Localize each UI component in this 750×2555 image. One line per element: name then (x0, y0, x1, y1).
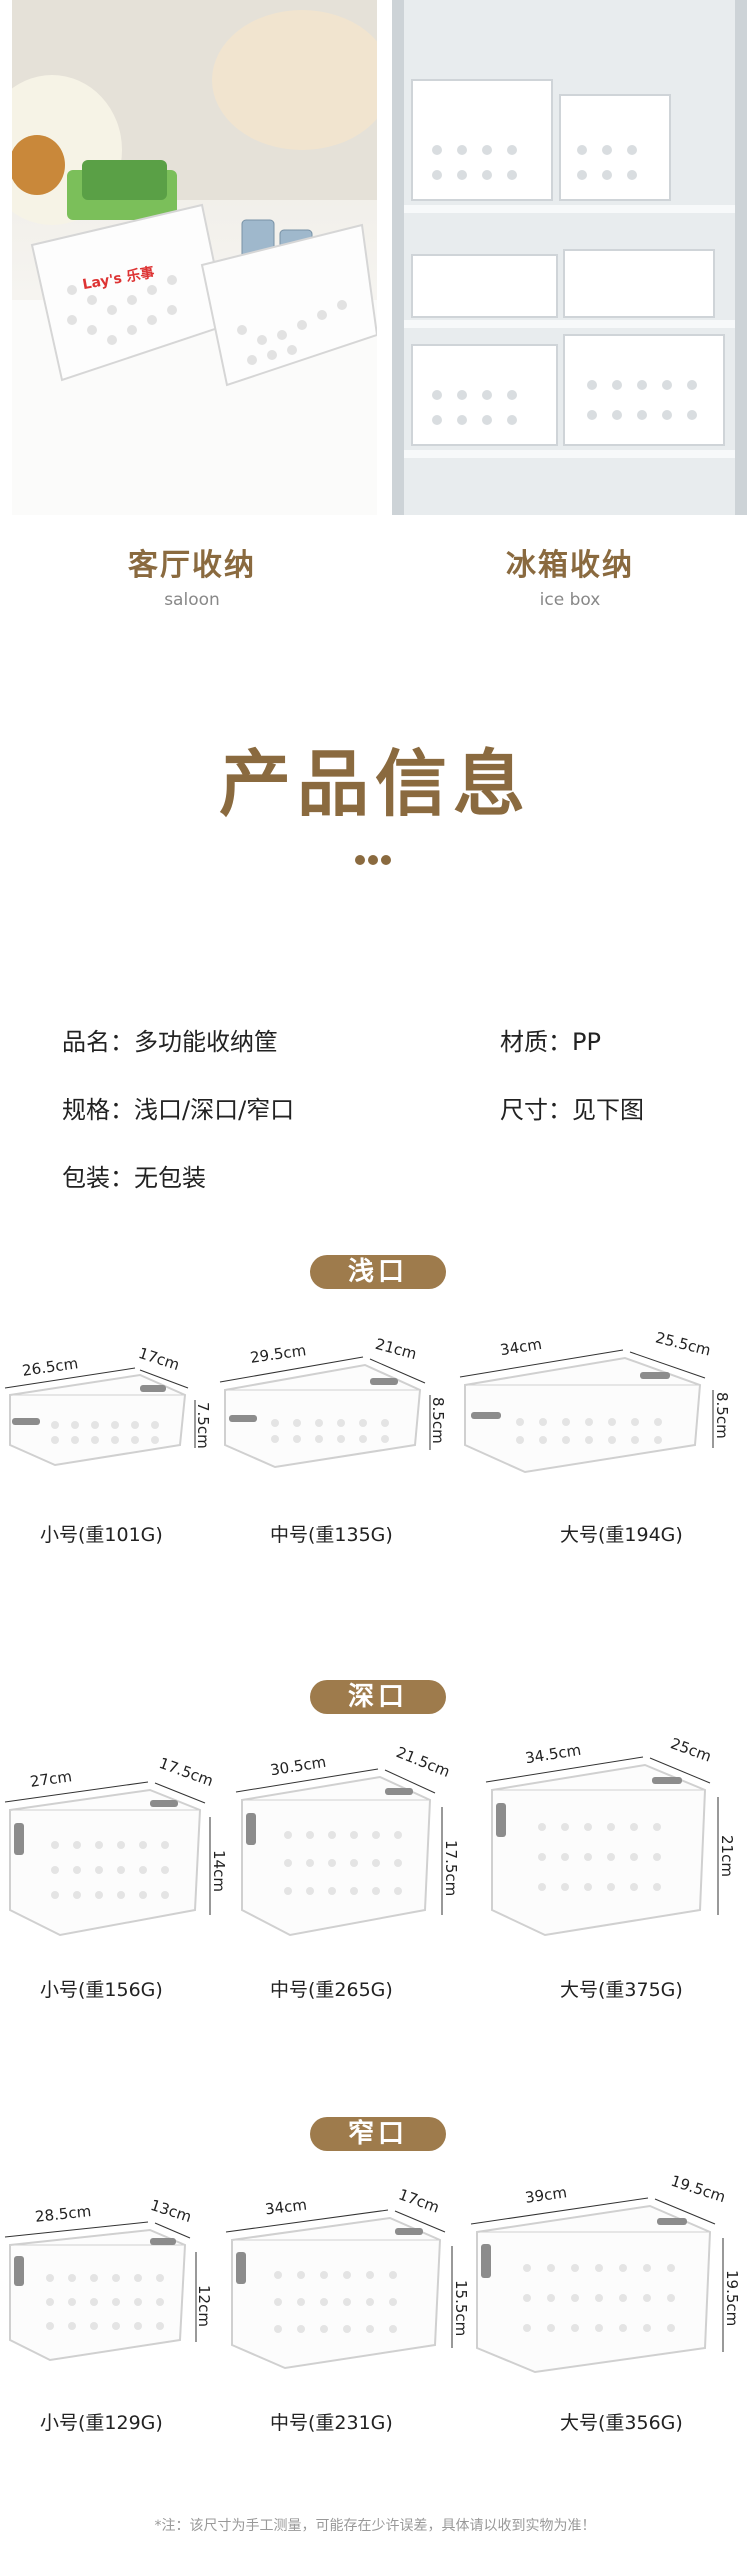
fridge-photo (392, 0, 747, 515)
basket-shallow-large: 34cm 25.5cm 8.5cm (455, 1328, 745, 1485)
caption-deep-medium: 中号(重265G) (270, 1979, 393, 2001)
group-label-deep: 深口 (310, 1680, 446, 1714)
spec-name: 品名：多功能收纳筐 (62, 1028, 278, 1056)
caption-fridge-title: 冰箱收纳 (506, 548, 634, 583)
basket-shallow-medium-image (219, 1356, 431, 1469)
group-label-shallow: 浅口 (310, 1255, 446, 1289)
footnote: *注：该尺寸为手工测量，可能存在少许误差，具体请以收到实物为准！ (154, 2518, 596, 2534)
living-room-photo: Lay's 乐事 (12, 0, 377, 515)
spec-size: 尺寸：见下图 (500, 1096, 644, 1124)
dim-height: 17.5cm (442, 1840, 460, 1897)
fridge-illustration (392, 0, 747, 515)
basket-deep-small: 27cm 17.5cm 14cm (0, 1754, 240, 1945)
caption-living-room: 客厅收纳 saloon (12, 540, 372, 610)
caption-living-room-title: 客厅收纳 (128, 548, 256, 583)
dim-height: 8.5cm (429, 1397, 447, 1444)
basket-narrow-small-image (4, 2221, 197, 2362)
caption-deep-large: 大号(重375G) (560, 1979, 683, 2001)
dim-height: 8.5cm (713, 1392, 731, 1439)
caption-living-room-subtitle: saloon (164, 590, 220, 610)
dim-height: 14cm (210, 1850, 228, 1892)
caption-narrow-small: 小号(重129G) (40, 2412, 163, 2434)
basket-shallow-large-image (459, 1349, 714, 1474)
basket-deep-medium-image (235, 1768, 443, 1937)
spec-spec: 规格：浅口/深口/窄口 (62, 1096, 295, 1124)
basket-deep-large: 34.5cm 25cm 21cm (480, 1734, 745, 1945)
basket-shallow-small: 26.5cm 17cm 7.5cm (0, 1340, 240, 1480)
caption-shallow-small: 小号(重101G) (40, 1524, 163, 1546)
basket-deep-medium: 30.5cm 21.5cm 17.5cm (230, 1743, 470, 1945)
caption-fridge: 冰箱收纳 ice box (390, 540, 750, 610)
basket-deep-small-image (4, 1781, 211, 1937)
caption-shallow-large: 大号(重194G) (560, 1524, 683, 1546)
dim-height: 21cm (718, 1835, 736, 1877)
section-title: 产品信息 (218, 742, 531, 826)
caption-narrow-large: 大号(重356G) (560, 2412, 683, 2434)
basket-narrow-medium-image (225, 2209, 453, 2370)
living-room-illustration (12, 0, 377, 515)
group-label-narrow: 窄口 (310, 2117, 446, 2151)
spec-material: 材质：PP (500, 1028, 601, 1056)
dim-height: 19.5cm (723, 2270, 741, 2327)
basket-shallow-small-image (4, 1367, 196, 1467)
dim-height: 12cm (195, 2285, 213, 2327)
caption-deep-small: 小号(重156G) (40, 1979, 163, 2001)
caption-shallow-medium: 中号(重135G) (270, 1524, 393, 1546)
spec-packing: 包装：无包装 (62, 1164, 206, 1192)
title-dots-decoration (355, 850, 394, 869)
basket-narrow-large-image (470, 2197, 724, 2374)
basket-shallow-medium: 29.5cm 21cm 8.5cm (215, 1335, 465, 1480)
basket-narrow-medium: 34cm 17cm 15.5cm (220, 2180, 470, 2375)
dim-height: 7.5cm (194, 1402, 212, 1449)
basket-deep-large-image (485, 1756, 719, 1937)
caption-narrow-medium: 中号(重231G) (270, 2412, 393, 2434)
basket-narrow-small: 28.5cm 13cm 12cm (0, 2190, 220, 2370)
caption-fridge-subtitle: ice box (539, 590, 601, 610)
basket-narrow-large: 39cm 19.5cm 19.5cm (465, 2170, 745, 2380)
